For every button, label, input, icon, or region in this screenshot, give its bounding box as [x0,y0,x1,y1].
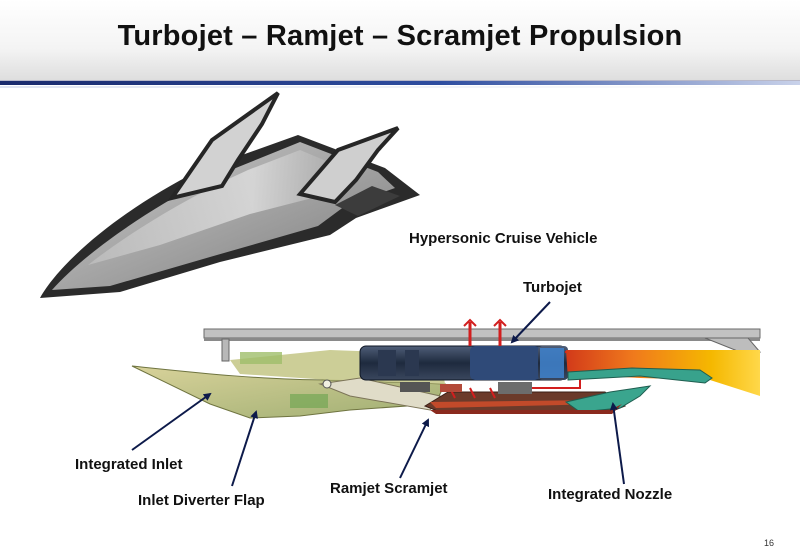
leader-lines [131,301,625,487]
title-sub-rule [0,86,800,88]
label-inlet-diverter-flap: Inlet Diverter Flap [138,492,265,509]
nozzle-leader [609,402,625,485]
ramjet-scramjet-leader [399,418,429,479]
title-bar: Turbojet – Ramjet – Scramjet Propulsion [0,0,800,85]
label-ramjet-scramjet: Ramjet Scramjet [330,480,448,497]
turbojet-leader [510,301,551,344]
hypersonic-vehicle-illustration [40,91,420,298]
inlet-leader [131,392,212,451]
label-turbojet: Turbojet [523,279,582,296]
label-integrated-nozzle: Integrated Nozzle [548,486,673,503]
label-hypersonic-cruise-vehicle: Hypersonic Cruise Vehicle [409,230,598,247]
title-accent-rule [0,81,800,85]
slide-title: Turbojet – Ramjet – Scramjet Propulsion [117,20,683,52]
page-number: 16 [763,538,774,548]
label-integrated-inlet: Integrated Inlet [75,456,183,473]
propulsion-cutaway [131,318,762,419]
diverter-flap-leader [231,410,258,487]
